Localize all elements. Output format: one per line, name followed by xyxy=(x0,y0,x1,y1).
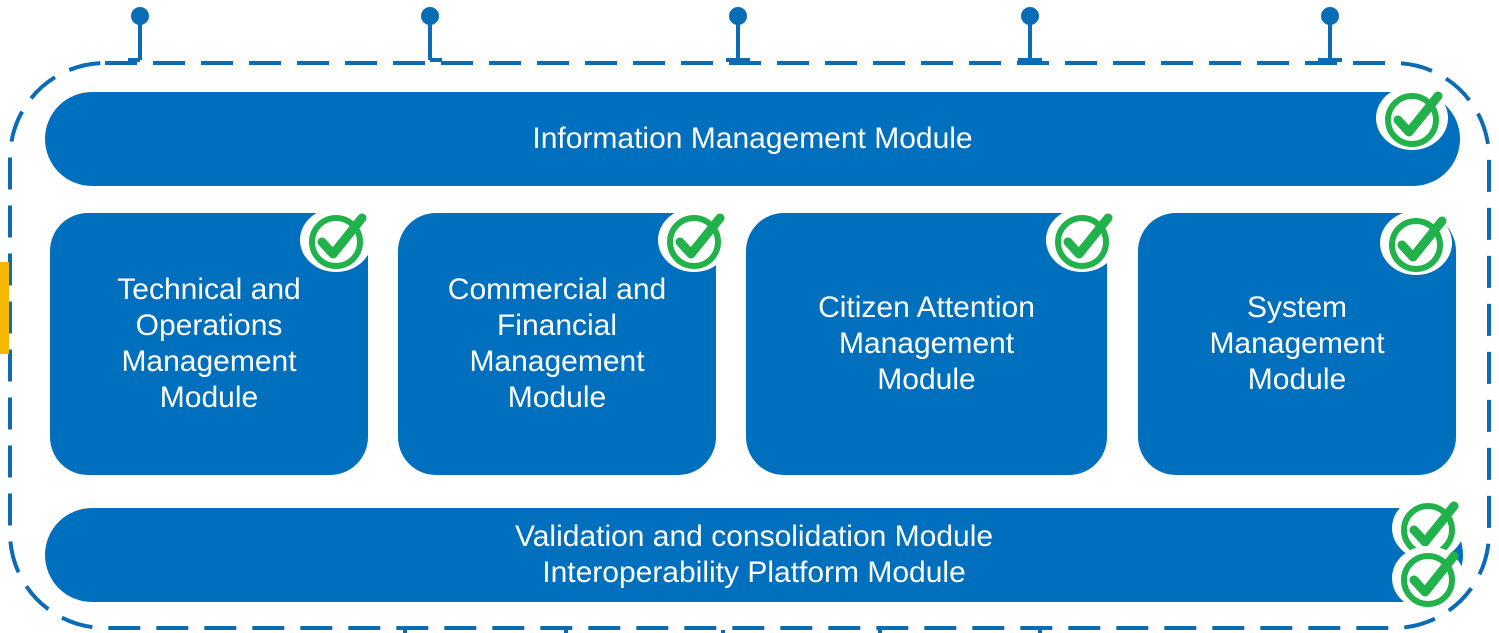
top-connector-4 xyxy=(1018,7,1042,62)
technical-module-label: Technical and Operations Management Modu… xyxy=(117,273,301,414)
checkmark-icon xyxy=(1380,211,1452,275)
information-management-module[interactable]: Information Management Module xyxy=(45,92,1460,186)
top-connectors xyxy=(128,7,1342,62)
validation-interoperability-module[interactable]: Validation and consolidation Module Inte… xyxy=(45,508,1463,602)
citizen-attention-module[interactable]: Citizen Attention Management Module xyxy=(746,213,1107,475)
system-module-label: System Management Module xyxy=(1209,291,1385,396)
top-connector-5 xyxy=(1318,7,1342,62)
citizen-module-label: Citizen Attention Management Module xyxy=(818,291,1035,396)
information-module-label: Information Management Module xyxy=(532,122,973,155)
checkmark-icon xyxy=(1392,546,1464,610)
side-accent-bar xyxy=(0,262,9,354)
top-connector-2 xyxy=(421,7,442,62)
commercial-financial-module[interactable]: Commercial and Financial Management Modu… xyxy=(398,213,716,475)
system-boundary-frame xyxy=(8,61,1491,630)
top-connector-3 xyxy=(726,7,750,62)
top-connector-1 xyxy=(128,7,149,62)
checkmark-icon xyxy=(1376,86,1448,150)
checkmark-icon xyxy=(300,208,372,272)
commercial-module-label: Commercial and Financial Management Modu… xyxy=(447,273,667,414)
checkmark-icon xyxy=(1392,496,1464,560)
checkmark-icon xyxy=(658,208,730,272)
interoperability-module-label: Interoperability Platform Module xyxy=(542,556,966,589)
checkmark-icon xyxy=(1046,208,1118,272)
validation-module-label: Validation and consolidation Module xyxy=(514,520,994,553)
